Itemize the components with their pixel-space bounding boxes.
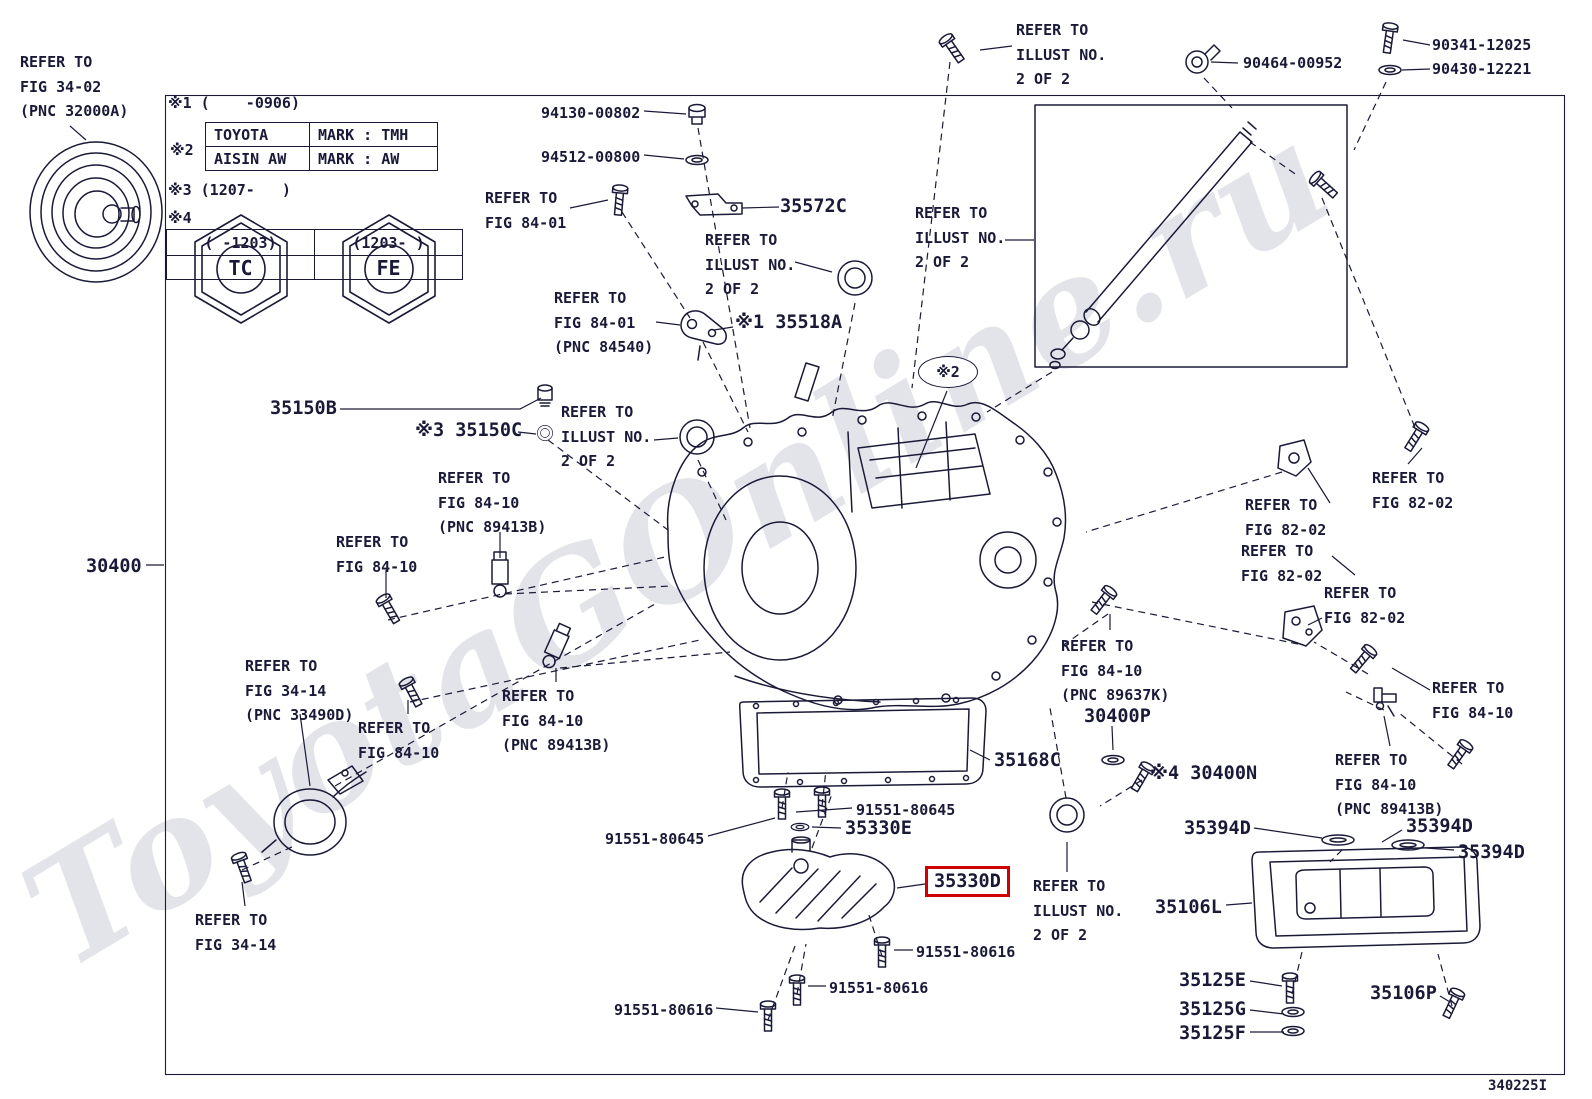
- ref-fig-82-02-d: REFER TO FIG 82-02: [1324, 584, 1406, 627]
- hex-nut-tc-drawing: [193, 213, 288, 324]
- oil-pan-35168c-drawing: [738, 696, 987, 788]
- ref-illust-top-center: REFER TO ILLUST NO. 2 OF 2: [705, 231, 796, 299]
- hex-nut-fe-drawing: [341, 213, 436, 324]
- nut-mark-table: ( -1203) (1203- ) TC: [166, 213, 463, 324]
- ref-fig-84-10-pnc-89637k: REFER TO FIG 84-10 (PNC 89637K): [1061, 637, 1170, 705]
- part-30400p[interactable]: 30400P: [1084, 706, 1151, 727]
- oil-strainer-35330d-drawing: [741, 836, 896, 931]
- ref-fig-34-14-pnc-33490d: REFER TO FIG 34-14 (PNC 33490D): [245, 657, 354, 725]
- part-30400[interactable]: 30400: [86, 556, 142, 577]
- mark-table-cell: TOYOTA: [205, 122, 310, 147]
- bracket-82-02-drawing-b: [1282, 605, 1323, 647]
- plug-35150b-drawing: [537, 384, 553, 407]
- ref-fig-84-10-pnc-89413b-a: REFER TO FIG 84-10 (PNC 89413B): [438, 469, 547, 537]
- ref-fig-34-02: REFER TO FIG 34-02 (PNC 32000A): [20, 53, 129, 121]
- legend-note-1: ※1 ( -0906): [168, 94, 300, 112]
- transaxle-drawing: [666, 401, 1067, 711]
- ref-fig-34-14: REFER TO FIG 34-14: [195, 911, 277, 954]
- part-35125f[interactable]: 35125F: [1179, 1023, 1246, 1044]
- bracket-82-02-drawing-a: [1277, 439, 1312, 477]
- ref-illust-top: REFER TO ILLUST NO. 2 OF 2: [1016, 21, 1107, 89]
- ref-fig-82-02-c: REFER TO FIG 82-02: [1241, 542, 1323, 585]
- figure-number: 340225I: [1488, 1078, 1548, 1094]
- ref-fig-84-10-b: REFER TO FIG 84-10: [1432, 679, 1514, 722]
- part-35518a[interactable]: ※1 35518A: [735, 312, 843, 333]
- oil-pan-35106l-drawing: [1251, 846, 1481, 949]
- part-90464-00952[interactable]: 90464-00952: [1243, 54, 1343, 72]
- part-91551-80645-b[interactable]: 91551-80645: [605, 830, 705, 848]
- part-35125g[interactable]: 35125G: [1179, 999, 1246, 1020]
- nut-mark-cell: TC: [166, 213, 315, 324]
- part-35394d-c[interactable]: 35394D: [1458, 842, 1525, 863]
- breather-plug-drawing: [688, 103, 706, 125]
- assembly-dashed-lines: [241, 61, 1463, 1021]
- lever-35518a-drawing: [680, 310, 727, 361]
- bracket-35572c-drawing: [685, 193, 743, 216]
- part-91551-80616-c[interactable]: 91551-80616: [614, 1001, 714, 1019]
- ref-fig-84-01-pnc-84540: REFER TO FIG 84-01 (PNC 84540): [554, 289, 654, 357]
- joint-drawing: [1373, 687, 1397, 717]
- nut-mark-label: FE: [376, 255, 401, 280]
- ref-fig-84-10-pnc-89413b-c: REFER TO FIG 84-10 (PNC 89413B): [502, 687, 611, 755]
- inset-box-drawing: [1034, 104, 1348, 370]
- part-35394d-b[interactable]: 35394D: [1406, 816, 1473, 837]
- legend-note-2: ※2: [170, 141, 194, 159]
- part-91551-80645-a[interactable]: 91551-80645: [856, 801, 956, 819]
- part-35106l[interactable]: 35106L: [1155, 897, 1222, 918]
- nut-mark-cell: FE: [314, 213, 463, 324]
- oil-cooler-drawing: [261, 765, 367, 856]
- part-94130-00802[interactable]: 94130-00802: [541, 104, 641, 122]
- ref-fig-84-10-a: REFER TO FIG 84-10: [336, 533, 418, 576]
- part-35150b[interactable]: 35150B: [270, 398, 337, 419]
- ref-fig-84-10-c: REFER TO FIG 84-10: [358, 719, 440, 762]
- ref-illust-mid-left: REFER TO ILLUST NO. 2 OF 2: [561, 403, 652, 471]
- note-2-callout: ※2: [918, 356, 978, 388]
- part-35168c[interactable]: 35168C: [994, 750, 1061, 771]
- nut-mark-label: TC: [228, 255, 253, 280]
- part-35330e[interactable]: 35330E: [845, 818, 912, 839]
- torque-converter-drawing: [29, 141, 163, 283]
- label-leader-lines: [69, 39, 1455, 1033]
- ref-illust-bottom: REFER TO ILLUST NO. 2 OF 2: [1033, 877, 1124, 945]
- mark-table-cell: MARK : AW: [309, 146, 438, 171]
- ref-fig-82-02-b: REFER TO FIG 82-02: [1245, 496, 1327, 539]
- part-35330d[interactable]: 35330D: [925, 866, 1010, 898]
- nut-mark-table-header: ( -1203): [166, 229, 315, 256]
- ref-illust-inset: REFER TO ILLUST NO. 2 OF 2: [915, 204, 1006, 272]
- tag-drawing: [794, 362, 820, 402]
- mark-table-cell: AISIN AW: [205, 146, 310, 171]
- legend-note-3: ※3 (1207- ): [168, 181, 291, 199]
- diagram-frame: [164, 94, 1566, 1076]
- part-35106p[interactable]: 35106P: [1370, 983, 1437, 1004]
- part-91551-80616-a[interactable]: 91551-80616: [916, 943, 1016, 961]
- part-35150c[interactable]: ※3 35150C: [415, 420, 523, 441]
- ref-fig-84-10-pnc-89413b-b: REFER TO FIG 84-10 (PNC 89413B): [1335, 751, 1444, 819]
- ref-fig-82-02-a: REFER TO FIG 82-02: [1372, 469, 1454, 512]
- gasket-35394d-drawing: [1321, 834, 1425, 851]
- clamp-90464-drawing: [1185, 44, 1221, 74]
- part-35125e[interactable]: 35125E: [1179, 970, 1246, 991]
- nut-mark-table-header: (1203- ): [314, 229, 463, 256]
- part-35572c[interactable]: 35572C: [780, 196, 847, 217]
- part-91551-80616-b[interactable]: 91551-80616: [829, 979, 929, 997]
- part-30400n[interactable]: ※4 30400N: [1150, 763, 1258, 784]
- part-35394d-a[interactable]: 35394D: [1184, 818, 1251, 839]
- speed-sensor-drawing-a: [491, 551, 509, 598]
- ref-fig-84-01: REFER TO FIG 84-01: [485, 189, 567, 232]
- part-90430-12221[interactable]: 90430-12221: [1432, 60, 1532, 78]
- part-94512-00800[interactable]: 94512-00800: [541, 148, 641, 166]
- mark-table: TOYOTA MARK : TMH AISIN AW MARK : AW: [205, 122, 438, 171]
- part-90341-12025[interactable]: 90341-12025: [1432, 36, 1532, 54]
- legend-note-4: ※4: [168, 209, 192, 227]
